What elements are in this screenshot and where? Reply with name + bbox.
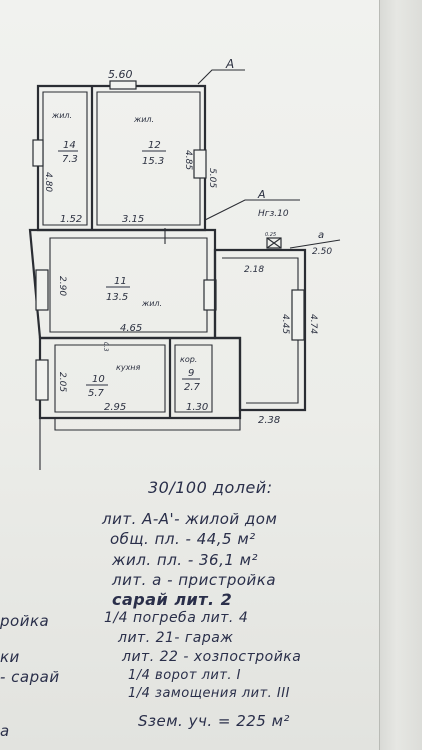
annex-wall — [213, 248, 307, 412]
paper-sheet — [0, 0, 380, 750]
room-type-9: кор. — [180, 355, 197, 364]
dim-b130: 1.30 — [186, 402, 208, 413]
room-type-14: жил. — [51, 111, 72, 120]
left-fragment-3: - сарай — [0, 668, 60, 686]
dim-v474: 4.74 — [308, 314, 318, 334]
side-sign: 0.25 — [265, 232, 276, 238]
dim-b152: 1.52 — [60, 214, 82, 225]
dim-left-mid: 2.90 — [57, 276, 67, 296]
dim-v445: 4.45 — [280, 314, 290, 334]
marker-a-small: a — [318, 230, 324, 241]
dim-b238: 2.38 — [258, 415, 280, 426]
lower-wall — [38, 336, 242, 420]
dim-mid-vert: 4.85 — [183, 150, 193, 170]
dim-r218: 2.18 — [244, 265, 264, 275]
floor-plan: 5.60 A 4.80 4.85 5.05 1.52 3.15 A Hгз.10… — [28, 57, 341, 470]
note-line-3: жил. пл. - 36,1 м² — [112, 551, 258, 569]
room-area-11: 13.5 — [106, 292, 128, 303]
room-type-11: жил. — [141, 299, 162, 308]
marker-a-top: A — [225, 57, 234, 71]
dim-b295: 2.95 — [104, 402, 126, 413]
left-fragment-4: а — [0, 722, 10, 740]
note-line-9: 1/4 ворот лит. I — [128, 668, 242, 683]
note-line-6: 1/4 погреба лит. 4 — [104, 610, 249, 626]
dim-side-a: 2.50 — [312, 247, 332, 257]
note-line-8: лит. 22 - хозпостройка — [122, 649, 302, 665]
dim-b465: 4.65 — [120, 323, 142, 334]
left-fragment-1: ройка — [0, 612, 50, 630]
room-num-14: 14 — [63, 140, 76, 151]
note-h: Hгз.10 — [258, 209, 289, 219]
dim-right-top: 5.05 — [207, 168, 217, 188]
area-total: Sзем. уч. = 225 м² — [138, 712, 290, 730]
dim-v2: 2.05 — [57, 372, 67, 392]
room-area-10: 5.7 — [88, 388, 105, 399]
room-num-9: 9 — [188, 368, 194, 379]
dim-b315: 3.15 — [122, 214, 144, 225]
note-line-10: 1/4 замощения лит. III — [128, 686, 290, 701]
page-edge — [380, 0, 422, 750]
note-line-7: лит. 21- гараж — [118, 630, 234, 646]
room-type-10: кухня — [116, 363, 141, 372]
dim-small-v: 0.3 — [102, 342, 109, 352]
note-line-4: лит. а - пристройка — [112, 571, 277, 589]
room-num-12: 12 — [148, 140, 161, 151]
notes-heading: 30/100 долей: — [148, 478, 273, 497]
room-type-12: жил. — [133, 115, 154, 124]
note-line-2: общ. пл. - 44,5 м² — [110, 530, 256, 548]
dim-top: 5.60 — [108, 68, 133, 81]
marker-a-side: A — [257, 188, 266, 201]
room-num-10: 10 — [92, 374, 105, 385]
left-fragment-2: ки — [0, 648, 20, 666]
dim-left-top: 4.80 — [43, 172, 53, 192]
room-num-11: 11 — [114, 276, 127, 287]
room-area-14: 7.3 — [62, 154, 78, 165]
room-area-12: 15.3 — [142, 156, 164, 167]
room-area-9: 2.7 — [184, 382, 201, 393]
note-line-1: лит. А-А'- жилой дом — [102, 510, 278, 528]
note-line-5: сарай лит. 2 — [112, 590, 233, 609]
page-edge-line — [379, 0, 380, 750]
